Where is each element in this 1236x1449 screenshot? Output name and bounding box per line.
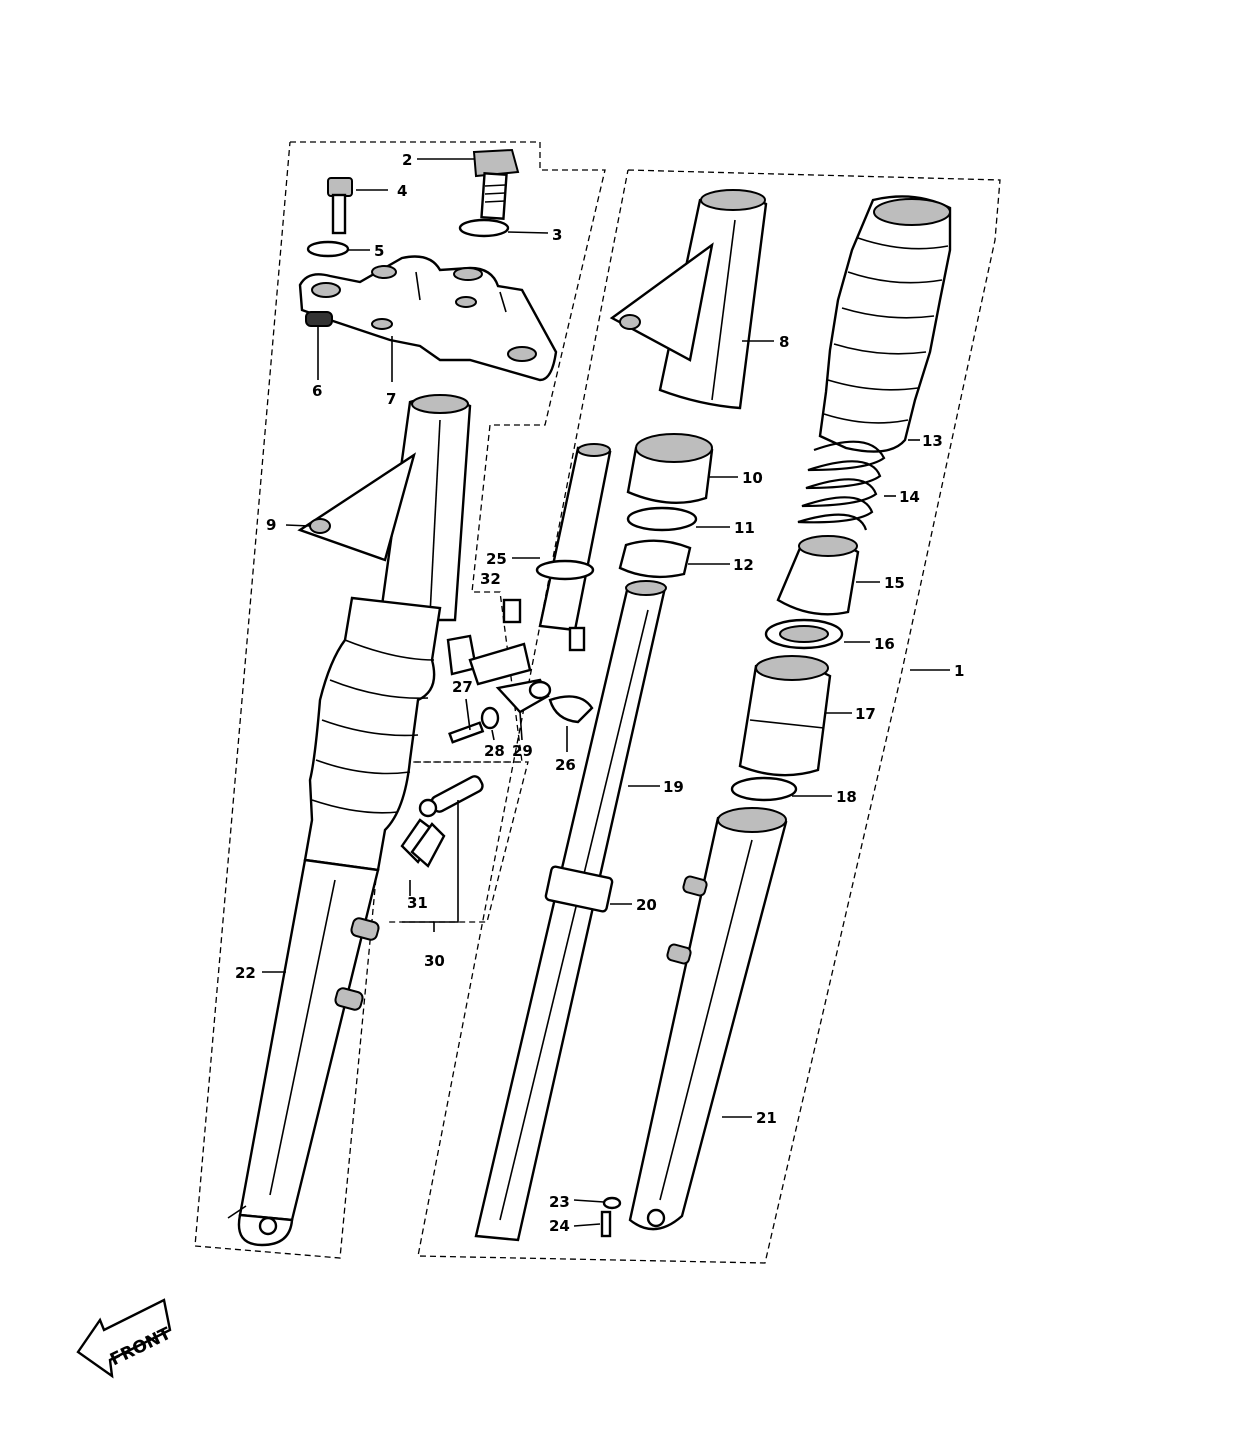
label-11: 11: [734, 519, 755, 537]
label-21: 21: [756, 1109, 777, 1127]
label-14: 14: [899, 488, 920, 506]
part-6-rubber: [305, 311, 333, 327]
label-12: 12: [733, 556, 754, 574]
left-assembly-outline: [194, 141, 606, 1259]
part-9-headlight-bracket: [297, 452, 417, 562]
part-28-washer: [480, 706, 500, 730]
part-15-spring-guide: [776, 535, 860, 616]
label-26: 26: [555, 756, 576, 774]
part-14-spring: [797, 440, 886, 531]
lower-bracket-hardware: [446, 598, 594, 744]
label-28: 28: [484, 742, 505, 760]
part-5-washer: [306, 240, 350, 258]
part-3-washer: [458, 218, 510, 238]
leader-lines: [262, 158, 950, 1227]
left-assembled-fork: [227, 394, 472, 1247]
assembly-outlines: [194, 141, 1001, 1264]
part-19-inner-tube: [474, 580, 667, 1242]
label-2: 2: [402, 151, 412, 169]
part-18-circlip: [730, 776, 798, 802]
part-21-right-slider: [628, 807, 788, 1231]
part-4-bolt: [327, 177, 353, 235]
label-29: 29: [512, 742, 533, 760]
label-16: 16: [874, 635, 895, 653]
part-7-upper-bracket: [298, 255, 558, 382]
part-13-rubber-boot: [818, 195, 952, 453]
upper-bracket-group: [298, 148, 558, 382]
key-set-outline: [387, 761, 529, 923]
part-24-drain-screw: [600, 1210, 612, 1238]
part-20-bushing: [544, 865, 614, 913]
part-26-stopper: [548, 695, 594, 724]
label-30: 30: [424, 952, 445, 970]
label-13: 13: [922, 432, 943, 450]
label-17: 17: [855, 705, 876, 723]
part-16-oil-seal: [764, 618, 844, 650]
part-2-bolt: [472, 148, 520, 220]
label-23: 23: [549, 1193, 570, 1211]
part-32-bushing: [502, 598, 522, 624]
label-5: 5: [374, 242, 384, 260]
label-20: 20: [636, 896, 657, 914]
label-8: 8: [779, 333, 789, 351]
label-31: 31: [407, 894, 428, 912]
part-8-headlight-cover: [609, 189, 768, 410]
label-10: 10: [742, 469, 763, 487]
part-10-cap: [626, 433, 714, 504]
part-23-washer: [602, 1196, 622, 1210]
label-32: 32: [480, 570, 501, 588]
label-9: 9: [266, 516, 276, 534]
label-1: 1: [954, 662, 964, 680]
label-7: 7: [386, 390, 396, 408]
part-27-bolt: [448, 721, 485, 744]
label-18: 18: [836, 788, 857, 806]
label-4: 4: [397, 182, 407, 200]
right-assembly-outline: [417, 169, 1001, 1264]
part-12-guide: [618, 539, 692, 579]
part-22-left-slider: [238, 858, 380, 1222]
part-30-lock-set: [400, 775, 484, 868]
label-25: 25: [486, 550, 507, 568]
front-direction-arrow: FRONT: [76, 1298, 175, 1379]
part-number-labels: 1 2 3 4 5 6 7 8 9 10 11 12 13 14 15 16 1…: [235, 151, 964, 1235]
part-25-upper-tube: [535, 443, 612, 632]
label-24: 24: [549, 1217, 570, 1235]
label-3: 3: [552, 226, 562, 244]
label-19: 19: [663, 778, 684, 796]
exploded-fork-parts: [474, 189, 952, 1242]
part-11-seal: [626, 506, 698, 532]
label-27: 27: [452, 678, 473, 696]
label-6: 6: [312, 382, 322, 400]
label-22: 22: [235, 964, 256, 982]
label-15: 15: [884, 574, 905, 592]
part-17-slider-cover: [738, 655, 832, 777]
